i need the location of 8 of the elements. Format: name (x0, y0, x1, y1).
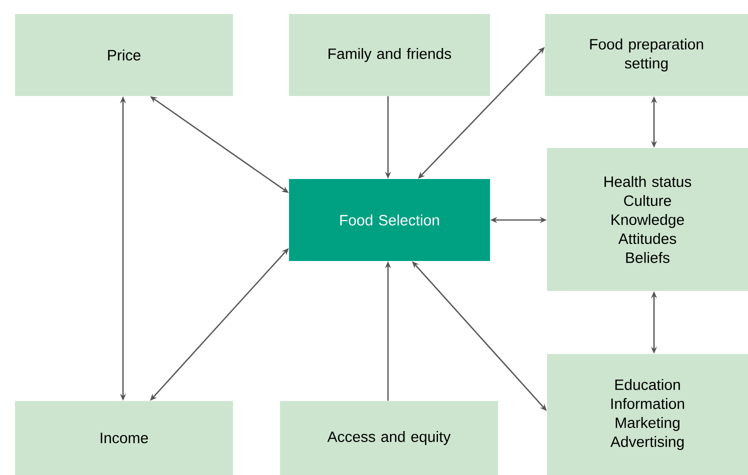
factor-box: Education Information Marketing Advertising (547, 354, 748, 475)
factor-box: Family and friends (289, 14, 490, 96)
highlight-box: Food Selection (289, 179, 490, 261)
factor-box: Food preparation setting (545, 14, 748, 96)
factor-box: Health status Culture Knowledge Attitudes Beliefs (547, 148, 748, 291)
factor-box: Access and equity (280, 401, 498, 475)
factor-box: Price (15, 14, 233, 96)
factor-box: Income (15, 401, 233, 475)
